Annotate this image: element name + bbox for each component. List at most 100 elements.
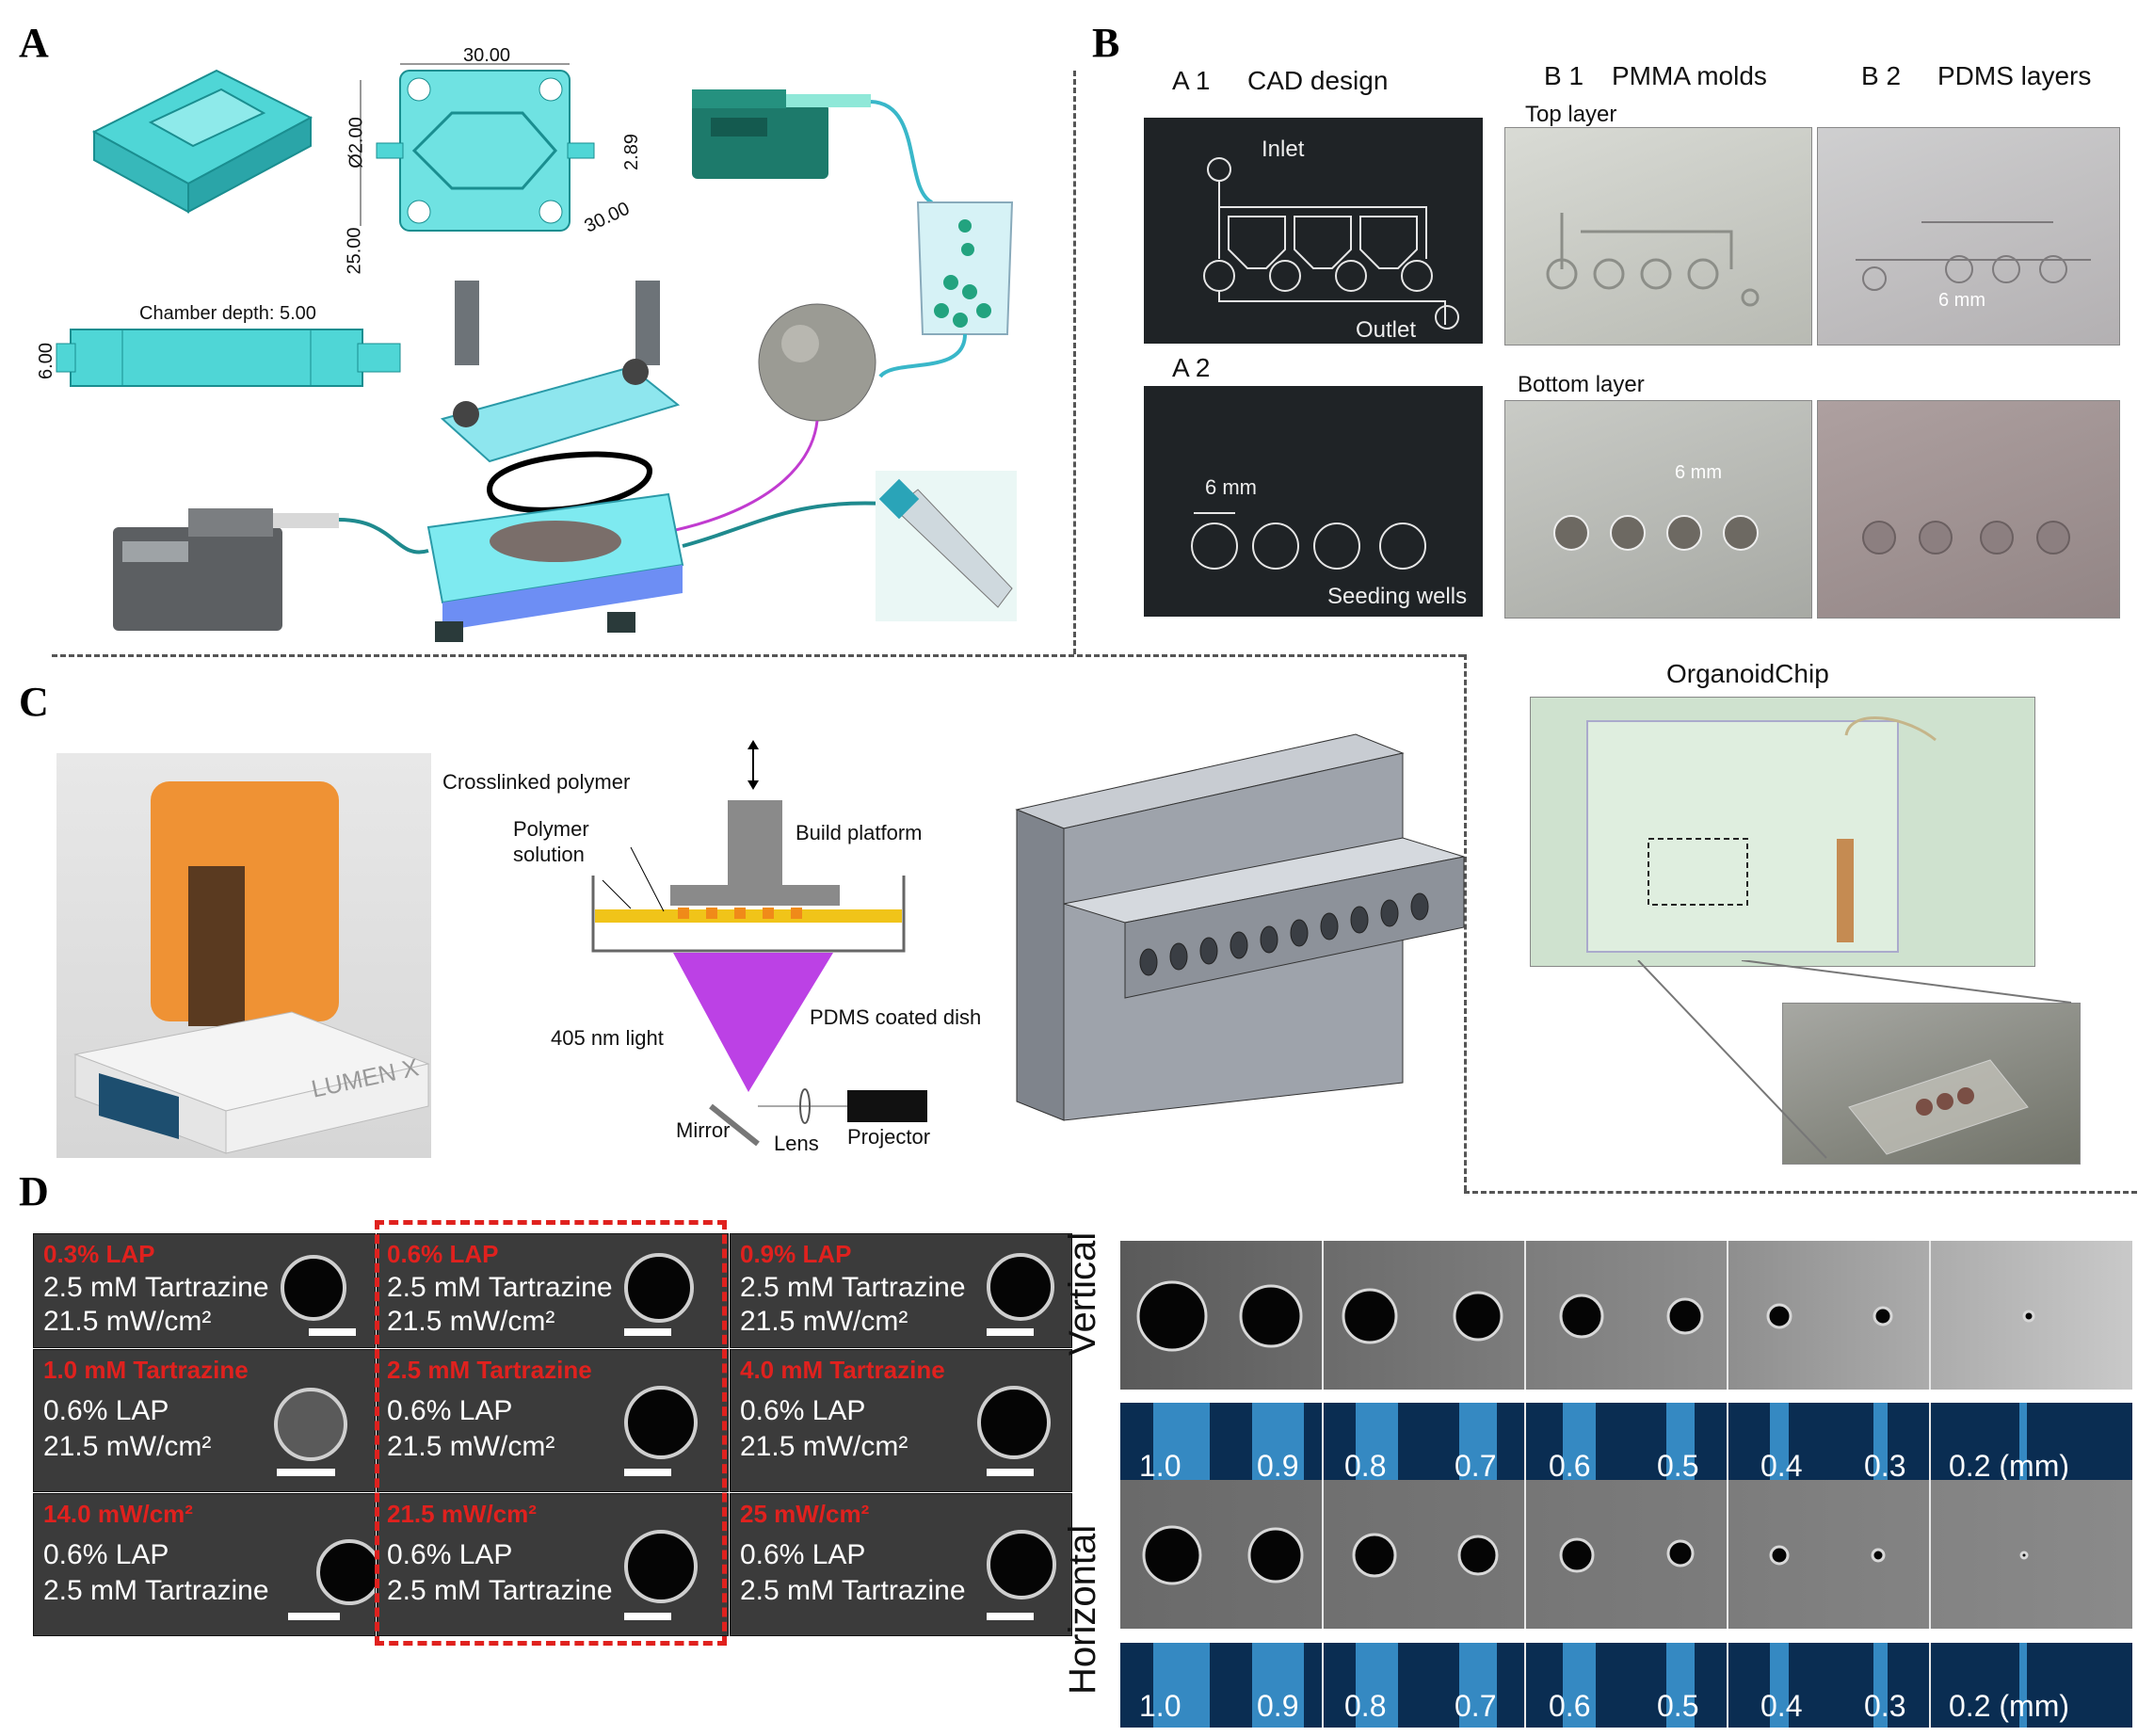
panel-letter-a: A — [19, 20, 49, 66]
vertical-strip-drawing — [1153, 1403, 2027, 1487]
highlight-optimal-column — [375, 1220, 727, 1646]
sem-cell-2-line1: 2.5 mM Tartrazine — [387, 1272, 613, 1303]
sem-cell-1-line1: 2.5 mM Tartrazine — [43, 1272, 269, 1303]
sem-cell-6: 4.0 mM Tartrazine 0.6% LAP 21.5 mW/cm² — [730, 1349, 1072, 1492]
sem-cell-5-hole — [624, 1386, 698, 1459]
pdms-dish-label: PDMS coated dish — [810, 1005, 982, 1029]
sem-cell-3-line2: 21.5 mW/cm² — [740, 1306, 908, 1337]
printer-photo: LUMEN X — [56, 753, 431, 1158]
sem-cell-2-variable: 0.6% LAP — [387, 1240, 499, 1268]
sem-cell-3-line1: 2.5 mM Tartrazine — [740, 1272, 966, 1303]
mirror-label: Mirror — [676, 1118, 731, 1142]
sem-cell-2-scalebar — [624, 1328, 671, 1336]
sem-cell-2-hole — [624, 1253, 694, 1323]
v-dia-7: 0.4 — [1760, 1449, 1803, 1483]
horizontal-sem-drawing — [1142, 1480, 2029, 1629]
b2-label: B 2 — [1861, 61, 1902, 90]
sem-cell-6-hole — [977, 1386, 1051, 1459]
side-view-chip — [56, 329, 401, 387]
v-dia-6: 0.5 — [1657, 1449, 1699, 1483]
organoidchip-zoom — [1782, 1003, 2081, 1165]
sem-cell-6-variable: 4.0 mM Tartrazine — [740, 1356, 945, 1384]
organoidchip-drawing — [1586, 716, 1937, 953]
sem-cell-2: 0.6% LAP 2.5 mM Tartrazine 21.5 mW/cm² — [377, 1233, 729, 1348]
panel-letter-b: B — [1092, 20, 1120, 66]
polymer-solution-1: Polymer — [513, 817, 589, 841]
v-dia-1: 1.0 — [1139, 1449, 1181, 1483]
sem-cell-7-line2: 2.5 mM Tartrazine — [43, 1575, 269, 1606]
syringe-pump-bottom — [113, 508, 339, 631]
sem-cell-8-variable: 21.5 mW/cm² — [387, 1500, 537, 1528]
seeding-wells-label: Seeding wells — [1327, 584, 1468, 609]
sem-cell-1-line2: 21.5 mW/cm² — [43, 1306, 212, 1337]
sem-cell-5-line2: 21.5 mW/cm² — [387, 1431, 555, 1462]
sem-cell-7: 14.0 mW/cm² 0.6% LAP 2.5 mM Tartrazine — [33, 1493, 376, 1636]
horizontal-strip-drawing — [1153, 1643, 2027, 1728]
sem-cell-9-variable: 25 mW/cm² — [740, 1500, 870, 1528]
pmma-top-drawing — [1546, 213, 1760, 307]
side-height: 6.00 — [35, 343, 56, 379]
sem-cell-4-hole — [274, 1388, 347, 1461]
dim-diameter: Ø2.00 — [346, 117, 367, 169]
top-layer-label: Top layer — [1525, 102, 1617, 127]
pdms-top-drawing — [1856, 221, 2091, 291]
sem-cell-9-hole — [987, 1530, 1056, 1599]
sem-cell-9: 25 mW/cm² 0.6% LAP 2.5 mM Tartrazine — [730, 1493, 1072, 1636]
separator-c-bottom — [1464, 1191, 2137, 1194]
sem-cell-8-line2: 2.5 mM Tartrazine — [387, 1575, 613, 1606]
h-dia-9: 0.2 (mm) — [1949, 1689, 2069, 1723]
separator-c-right — [1464, 654, 1467, 1191]
sem-cell-8-line1: 0.6% LAP — [387, 1539, 513, 1570]
sem-cell-8-hole — [624, 1530, 698, 1603]
sem-cell-4-scalebar — [277, 1469, 335, 1476]
v-dia-8: 0.3 — [1864, 1449, 1906, 1483]
sem-cell-3: 0.9% LAP 2.5 mM Tartrazine 21.5 mW/cm² — [730, 1233, 1072, 1348]
sem-cell-7-hole — [316, 1539, 375, 1605]
sem-cell-3-variable: 0.9% LAP — [740, 1240, 852, 1268]
panel-a-drawing — [56, 63, 1017, 642]
printer-drawing — [73, 781, 430, 1154]
cad-bottom-drawing — [1191, 512, 1426, 570]
dim-top: 30.00 — [463, 45, 511, 66]
vertical-sem-row — [1120, 1241, 2132, 1390]
dlp-schematic — [591, 740, 927, 1147]
sem-cell-5-line1: 0.6% LAP — [387, 1395, 513, 1426]
cad-design-bottom: 6 mm Seeding wells — [1144, 386, 1483, 617]
sem-cell-4-line2: 21.5 mW/cm² — [43, 1431, 212, 1462]
polymer-solution-2: solution — [513, 843, 585, 866]
horizontal-label: Horizontal — [1062, 1524, 1103, 1695]
h-dia-4: 0.7 — [1455, 1689, 1497, 1723]
sem-cell-3-scalebar — [987, 1328, 1034, 1336]
horizontal-sem-row — [1120, 1480, 2132, 1629]
sem-cell-4: 1.0 mM Tartrazine 0.6% LAP 21.5 mW/cm² — [33, 1349, 376, 1492]
bottom-layer-label: Bottom layer — [1518, 372, 1645, 397]
top-view-chip — [360, 63, 595, 232]
organoidchip-zoom-drawing — [1848, 1059, 2029, 1155]
falcon-tube — [876, 471, 1017, 621]
syringe-pump-top — [692, 89, 871, 179]
six-mm-a2-label: 6 mm — [1205, 475, 1257, 499]
vertical-label: Vertical — [1062, 1231, 1103, 1356]
h-dia-8: 0.3 — [1864, 1689, 1906, 1723]
h-dia-2: 0.9 — [1257, 1689, 1299, 1723]
v-dia-3: 0.8 — [1344, 1449, 1387, 1483]
sem-cell-1-variable: 0.3% LAP — [43, 1240, 155, 1268]
b2-title: PDMS layers — [1937, 61, 2092, 90]
sem-cell-5-scalebar — [624, 1469, 671, 1476]
pdms-layer-top: 6 mm — [1817, 127, 2120, 346]
chamber-depth: Chamber depth: 5.00 — [139, 303, 316, 324]
sem-cell-5-variable: 2.5 mM Tartrazine — [387, 1356, 592, 1384]
build-platform-label: Build platform — [796, 821, 923, 844]
vertical-blue-strip: 1.0 0.9 0.8 0.7 0.6 0.5 0.4 0.3 0.2 (mm) — [1120, 1403, 2132, 1487]
a2-label: A 2 — [1172, 353, 1211, 382]
lens-label: Lens — [774, 1132, 819, 1155]
sem-cell-7-scalebar — [288, 1613, 340, 1620]
sem-cell-6-line2: 21.5 mW/cm² — [740, 1431, 908, 1462]
sem-cell-4-variable: 1.0 mM Tartrazine — [43, 1356, 249, 1384]
organoid-sphere — [758, 303, 876, 422]
h-dia-3: 0.8 — [1344, 1689, 1387, 1723]
sem-cell-9-line1: 0.6% LAP — [740, 1539, 866, 1570]
sem-cell-6-line1: 0.6% LAP — [740, 1395, 866, 1426]
pmma-mold-bottom: 6 mm — [1504, 400, 1812, 619]
organoidchip-photo — [1530, 697, 2035, 967]
